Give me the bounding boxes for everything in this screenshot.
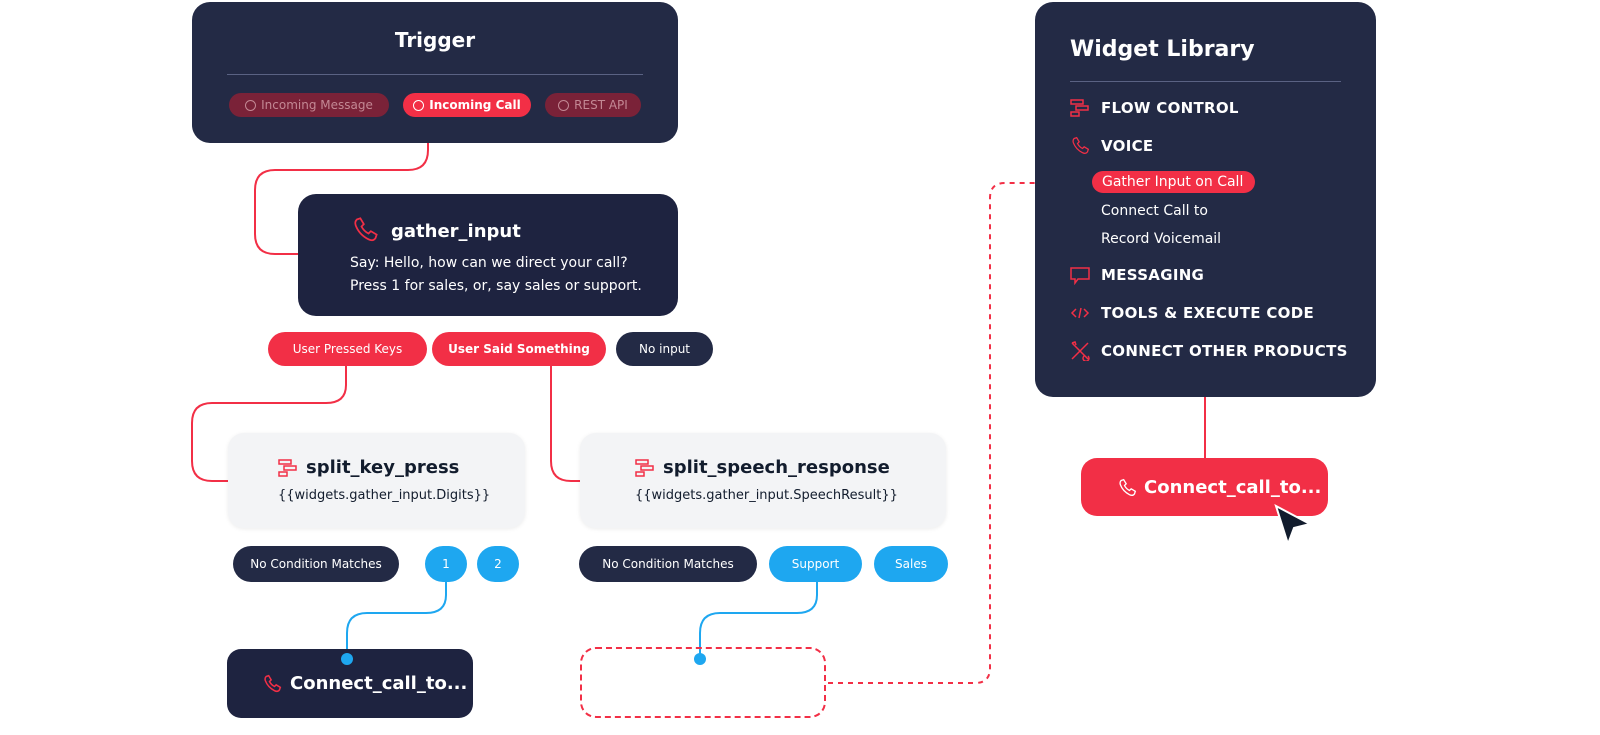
option-label: Incoming Message bbox=[261, 98, 373, 112]
radio-icon bbox=[558, 99, 570, 111]
widget-title: Connect_call_to... bbox=[1144, 477, 1322, 498]
empty-drop-target[interactable] bbox=[580, 647, 826, 718]
voice-item-gather-input-on-call[interactable]: Gather Input on Call bbox=[1092, 171, 1255, 193]
radio-icon bbox=[245, 99, 257, 111]
gather-input-widget[interactable]: gather_input Say: Hello, how can we dire… bbox=[298, 194, 678, 316]
phone-icon bbox=[354, 217, 378, 242]
divider bbox=[227, 74, 643, 75]
voice-item-connect-call-to[interactable]: Connect Call to bbox=[1101, 203, 1208, 219]
phone-icon bbox=[1072, 136, 1090, 154]
output-2[interactable]: 2 bbox=[477, 546, 519, 582]
radio-icon bbox=[413, 99, 425, 111]
split-key-press-widget[interactable]: split_key_press {{widgets.gather_input.D… bbox=[228, 433, 525, 528]
widget-expression: {{widgets.gather_input.Digits}} bbox=[278, 488, 491, 503]
output-user-said-something[interactable]: User Said Something bbox=[432, 332, 606, 366]
option-label: Incoming Call bbox=[429, 98, 521, 112]
widget-text: Press 1 for sales, or, say sales or supp… bbox=[350, 278, 642, 294]
tools-icon bbox=[1071, 341, 1090, 361]
category-voice[interactable]: VOICE bbox=[1070, 136, 1153, 156]
category-messaging[interactable]: MESSAGING bbox=[1070, 265, 1204, 285]
output-no-input[interactable]: No input bbox=[616, 332, 713, 366]
widget-title: split_key_press bbox=[306, 457, 460, 478]
output-no-condition-matches[interactable]: No Condition Matches bbox=[579, 546, 757, 582]
category-label: CONNECT OTHER PRODUCTS bbox=[1101, 342, 1348, 360]
widget-title: Connect_call_to... bbox=[290, 673, 468, 694]
output-sales[interactable]: Sales bbox=[874, 546, 948, 582]
chat-icon bbox=[1070, 267, 1090, 285]
category-connect-other-products[interactable]: CONNECT OTHER PRODUCTS bbox=[1070, 341, 1348, 361]
library-title: Widget Library bbox=[1070, 37, 1255, 62]
widget-text: Say: Hello, how can we direct your call? bbox=[350, 255, 628, 271]
code-icon bbox=[1070, 307, 1090, 319]
trigger-option-incoming-call[interactable]: Incoming Call bbox=[403, 93, 531, 117]
voice-item-record-voicemail[interactable]: Record Voicemail bbox=[1101, 231, 1222, 247]
connector-support-empty bbox=[699, 582, 818, 659]
connector-speech-split bbox=[550, 366, 599, 482]
flow-control-icon bbox=[278, 459, 297, 477]
output-user-pressed-keys[interactable]: User Pressed Keys bbox=[268, 332, 427, 366]
phone-icon bbox=[264, 674, 282, 693]
output-no-condition-matches[interactable]: No Condition Matches bbox=[233, 546, 399, 582]
connector-dashed-library bbox=[828, 182, 1035, 684]
dragged-connect-call-widget[interactable]: Connect_call_to... bbox=[1081, 458, 1328, 516]
cursor-icon bbox=[1274, 504, 1313, 548]
trigger-title: Trigger bbox=[394, 28, 476, 52]
category-label: MESSAGING bbox=[1101, 266, 1205, 284]
connector-keys-split bbox=[191, 366, 347, 482]
flow-control-icon bbox=[635, 459, 654, 477]
divider bbox=[1070, 81, 1341, 82]
trigger-option-rest-api[interactable]: REST API bbox=[545, 93, 641, 117]
output-1[interactable]: 1 bbox=[425, 546, 467, 582]
widget-title: gather_input bbox=[391, 221, 521, 242]
trigger-option-incoming-message[interactable]: Incoming Message bbox=[229, 93, 389, 117]
flow-control-icon bbox=[1070, 99, 1089, 117]
port-dot bbox=[341, 653, 353, 665]
option-label: REST API bbox=[574, 98, 628, 112]
split-speech-response-widget[interactable]: split_speech_response {{widgets.gather_i… bbox=[580, 433, 946, 528]
connector-1-connect bbox=[346, 582, 447, 659]
category-label: TOOLS & EXECUTE CODE bbox=[1101, 304, 1315, 322]
connector-trigger-gather bbox=[254, 117, 429, 255]
trigger-card[interactable]: Trigger bbox=[192, 2, 678, 143]
category-flow-control[interactable]: FLOW CONTROL bbox=[1070, 98, 1239, 118]
widget-library-panel: Widget Library bbox=[1035, 2, 1376, 397]
port-dot bbox=[694, 653, 706, 665]
phone-icon bbox=[1119, 478, 1137, 496]
widget-expression: {{widgets.gather_input.SpeechResult}} bbox=[635, 488, 898, 503]
widget-title: split_speech_response bbox=[663, 457, 890, 478]
category-label: VOICE bbox=[1101, 137, 1154, 155]
category-tools-execute-code[interactable]: TOOLS & EXECUTE CODE bbox=[1070, 303, 1314, 323]
output-support[interactable]: Support bbox=[769, 546, 862, 582]
category-label: FLOW CONTROL bbox=[1101, 99, 1239, 117]
